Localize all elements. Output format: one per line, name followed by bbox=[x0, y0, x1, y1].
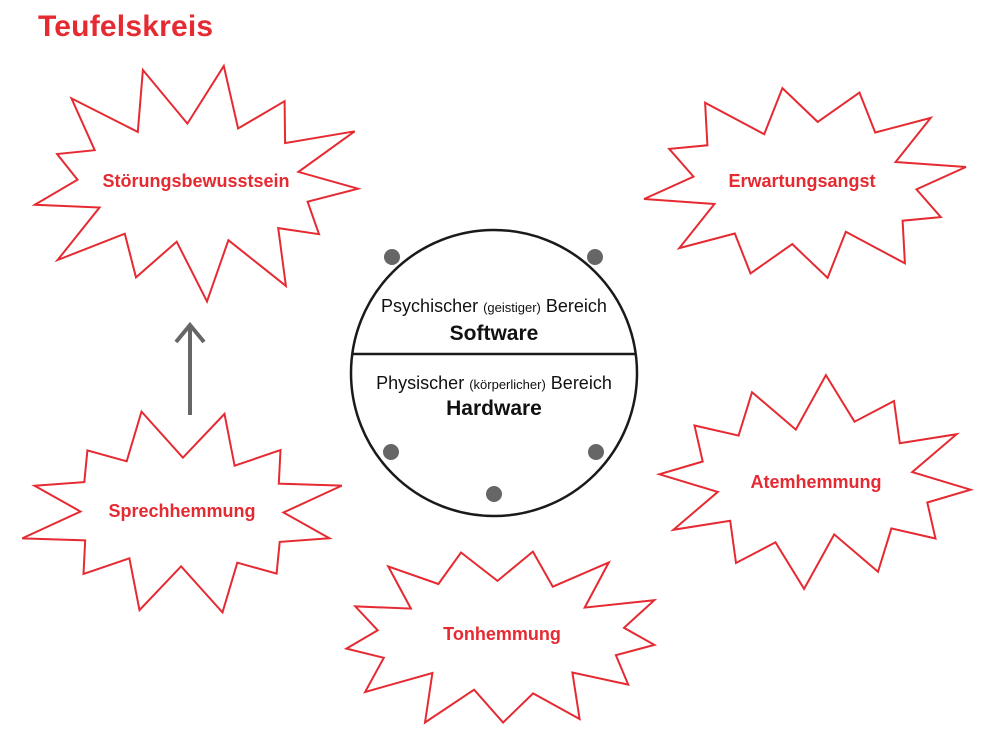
circle-dot-lower-left bbox=[383, 444, 399, 460]
hardware-label: Hardware bbox=[446, 397, 542, 420]
burst-erwartungsangst: Erwartungsangst bbox=[643, 86, 967, 280]
circle-dot-bottom bbox=[486, 486, 502, 502]
physical-area-label: Physischer (körperlicher) Bereich bbox=[376, 373, 612, 393]
circle-dot-lower-right bbox=[588, 444, 604, 460]
burst-label-erwartungsangst: Erwartungsangst bbox=[728, 171, 875, 191]
burst-atemhemmung: Atemhemmung bbox=[655, 373, 975, 591]
burst-stoerungsbewusstsein: Störungsbewusstsein bbox=[31, 63, 362, 304]
burst-label-tonhemmung: Tonhemmung bbox=[443, 624, 561, 644]
burst-sprechhemmung: Sprechhemmung bbox=[21, 409, 343, 615]
burst-label-stoerungsbewusstsein: Störungsbewusstsein bbox=[102, 171, 289, 191]
burst-label-sprechhemmung: Sprechhemmung bbox=[108, 501, 255, 521]
circle-dot-upper-right bbox=[587, 249, 603, 265]
diagram-title: Teufelskreis bbox=[38, 10, 214, 43]
burst-tonhemmung: Tonhemmung bbox=[343, 550, 658, 725]
center-circle: Psychischer (geistiger) Bereich Software… bbox=[349, 228, 639, 518]
software-label: Software bbox=[450, 322, 539, 345]
psychic-area-label: Psychischer (geistiger) Bereich bbox=[381, 296, 607, 316]
burst-label-atemhemmung: Atemhemmung bbox=[750, 472, 881, 492]
circle-dot-upper-left bbox=[384, 249, 400, 265]
up-arrow bbox=[174, 321, 206, 415]
